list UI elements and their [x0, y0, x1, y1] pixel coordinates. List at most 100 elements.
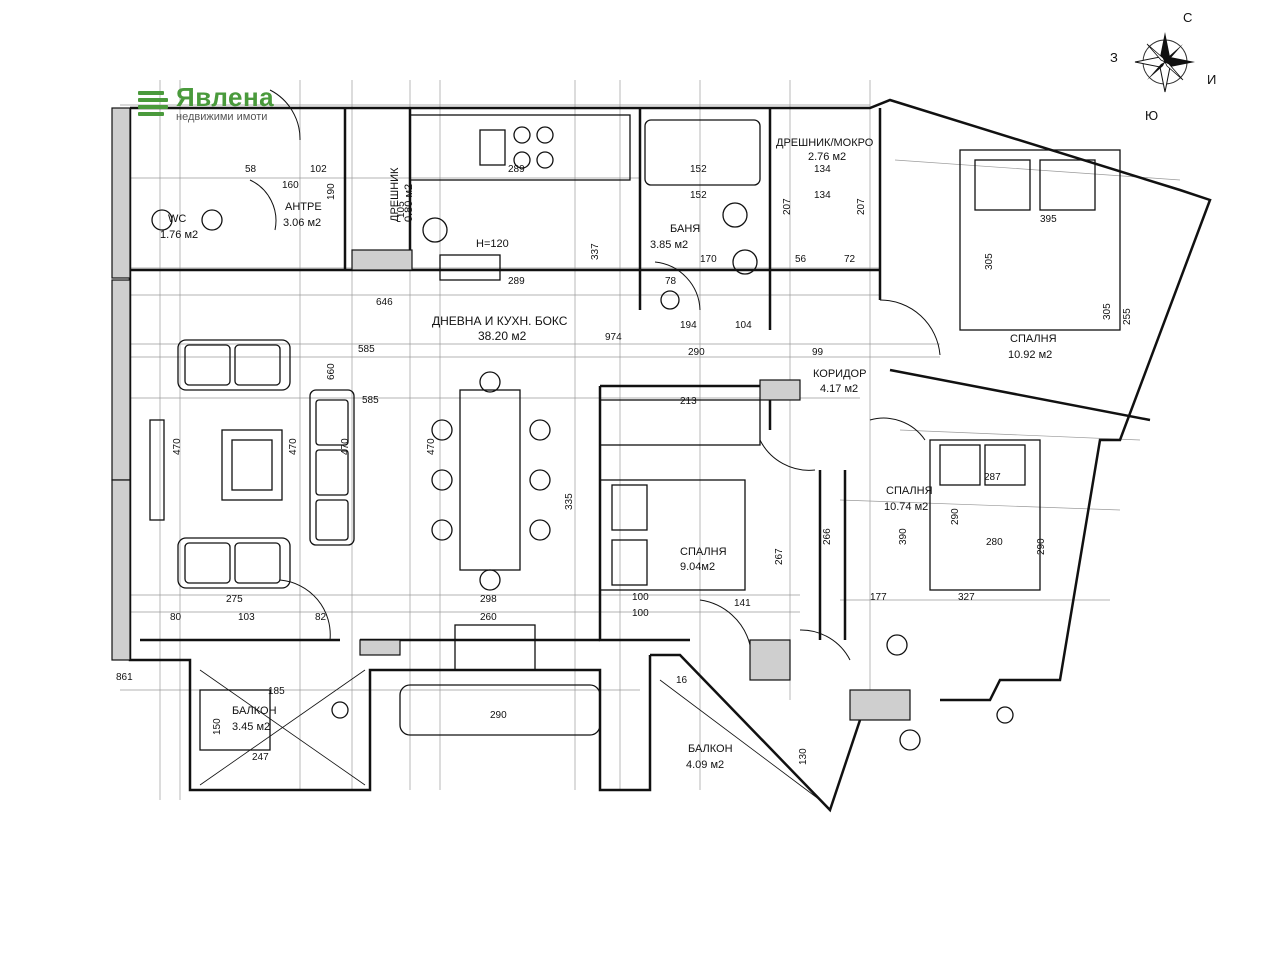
tv-unit: [149, 419, 165, 521]
dim: 160: [282, 180, 299, 191]
dim: 470: [288, 438, 299, 455]
dim: 58: [245, 164, 257, 175]
dimension-labels: 289 289 152 152 134 134 58 102 160 646 9…: [116, 164, 1133, 765]
room-corridor-area: 4.17 м2: [820, 383, 858, 395]
tv-cabinet: [454, 624, 536, 671]
logo-subtitle: недвижими имоти: [176, 111, 268, 123]
dim: 82: [315, 612, 327, 623]
dim: 305: [984, 253, 995, 270]
dim: 100: [632, 608, 649, 619]
dim: 470: [340, 438, 351, 455]
dim: 305: [1102, 303, 1113, 320]
dim: 213: [680, 396, 697, 407]
room-balcony-2-area: 4.09 м2: [686, 759, 724, 771]
dim: 150: [212, 718, 223, 735]
dim: 646: [376, 297, 393, 308]
walls: [128, 98, 1212, 813]
dim: 194: [680, 320, 697, 331]
dim: 298: [480, 594, 497, 605]
dim: 152: [690, 190, 707, 201]
dim: 275: [226, 594, 243, 605]
dim: 290: [1036, 538, 1047, 555]
dim: 861: [116, 672, 133, 683]
room-bedroom-3-area: 9.04м2: [680, 561, 715, 573]
window-sofa: [399, 684, 601, 736]
dim: 327: [958, 592, 975, 603]
compass-north: С: [1183, 10, 1192, 25]
dim: 134: [814, 164, 831, 175]
sofa-right: [309, 389, 355, 546]
bed-double-1: [959, 149, 1121, 331]
kitchen-island: [439, 254, 501, 281]
room-dreshnik-1: ДРЕШНИК: [389, 167, 401, 222]
room-balcony-1: БАЛКОН: [232, 705, 277, 717]
dim: 78: [665, 276, 677, 287]
bathtub: [644, 119, 761, 186]
compass-east: И: [1207, 72, 1216, 87]
room-dreshnik-1-area: 0.80 м2: [403, 184, 415, 222]
wardrobe: [599, 399, 761, 446]
dim: 585: [358, 344, 375, 355]
dim: 289: [508, 276, 525, 287]
balcony-table: [199, 689, 271, 751]
dim: 267: [774, 548, 785, 565]
dim: 287: [984, 472, 1001, 483]
dim: 260: [480, 612, 497, 623]
bed-single: [599, 479, 746, 591]
room-bedroom-2: СПАЛНЯ: [886, 485, 933, 497]
room-living-area: 38.20 м2: [478, 329, 527, 343]
wall-hatch: [111, 107, 911, 721]
dim: 190: [326, 183, 337, 200]
bed-double-2: [929, 439, 1041, 591]
logo-name: Явлена: [176, 82, 275, 112]
room-bedroom-2-area: 10.74 м2: [884, 501, 928, 513]
sofa-bottom: [177, 537, 291, 589]
dim: 152: [690, 164, 707, 175]
grid-lines: [120, 80, 1181, 800]
dim: 207: [856, 198, 867, 215]
dim: 290: [950, 508, 961, 525]
sofa-top: [177, 339, 291, 391]
dim: 141: [734, 598, 751, 609]
room-bedroom-1-area: 10.92 м2: [1008, 349, 1052, 361]
dim: 130: [798, 748, 809, 765]
dim: 102: [310, 164, 327, 175]
kitchen-counter: [409, 114, 631, 181]
dim: 105: [396, 201, 407, 218]
dim: 974: [605, 332, 622, 343]
dim: 390: [898, 528, 909, 545]
dim: 470: [426, 438, 437, 455]
dim: 660: [326, 363, 337, 380]
wash-basin: [722, 202, 748, 228]
dim: 16: [676, 675, 688, 686]
dining-table: [459, 389, 521, 571]
dim: 280: [986, 537, 1003, 548]
dim: 247: [252, 752, 269, 763]
room-bath-area: 3.85 м2: [650, 239, 688, 251]
room-wc: WC: [168, 213, 186, 225]
room-dreshnik-2-area: 2.76 м2: [808, 151, 846, 163]
dim: 207: [782, 198, 793, 215]
door-swings: [249, 89, 941, 661]
furniture: [149, 114, 1121, 751]
dim: 289: [508, 164, 525, 175]
dim: 290: [688, 347, 705, 358]
dim: 134: [814, 190, 831, 201]
dim: 255: [1122, 308, 1133, 325]
dim: 100: [632, 592, 649, 603]
room-dreshnik-2: ДРЕШНИК/МОКРО: [776, 137, 874, 149]
dim: 185: [268, 686, 285, 697]
dim: 335: [564, 493, 575, 510]
balcony-cross: [199, 669, 821, 801]
dim: 585: [362, 395, 379, 406]
dim: 170: [700, 254, 717, 265]
dim: 80: [170, 612, 182, 623]
room-bedroom-3: СПАЛНЯ: [680, 546, 727, 558]
kitchen-height: H=120: [476, 238, 509, 250]
compass-south: Ю: [1145, 108, 1158, 123]
dim: 103: [238, 612, 255, 623]
room-balcony-2: БАЛКОН: [688, 743, 733, 755]
room-balcony-1-area: 3.45 м2: [232, 721, 270, 733]
dim: 72: [844, 254, 856, 265]
